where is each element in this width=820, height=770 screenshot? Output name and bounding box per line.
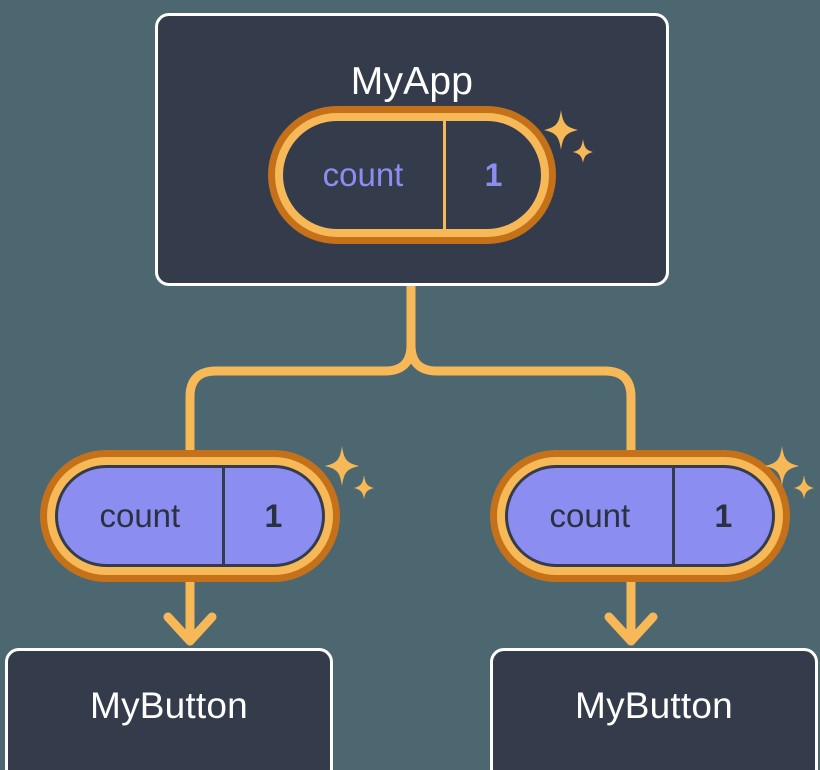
state-pill-ring: count 1 [275, 113, 549, 237]
state-value: 1 [221, 468, 322, 564]
wire-branch-right [406, 340, 636, 455]
state-pill-child-left[interactable]: count 1 [40, 450, 340, 582]
wire-branch-left [185, 340, 416, 455]
component-title-mybutton: MyButton [90, 685, 248, 726]
state-pill-body: count 1 [283, 121, 541, 229]
component-title-myapp: MyApp [350, 60, 474, 103]
state-pill-ring: count 1 [47, 457, 333, 575]
component-box-mybutton-right[interactable]: MyButton [490, 648, 818, 770]
state-key: count [549, 497, 631, 534]
state-key: count [322, 156, 404, 193]
state-pill-body: count 1 [505, 465, 775, 567]
state-key: count [99, 497, 181, 534]
state-pill-body: count 1 [55, 465, 325, 567]
state-pill-root[interactable]: count 1 [268, 106, 556, 244]
state-value: 1 [671, 468, 772, 564]
arrow-down-icon [163, 612, 217, 646]
component-box-mybutton-left[interactable]: MyButton [5, 648, 333, 770]
state-pill-child-right[interactable]: count 1 [490, 450, 790, 582]
component-title-mybutton: MyButton [575, 685, 733, 726]
state-value: 1 [442, 121, 541, 229]
arrow-down-icon [604, 612, 658, 646]
state-pill-ring: count 1 [497, 457, 783, 575]
